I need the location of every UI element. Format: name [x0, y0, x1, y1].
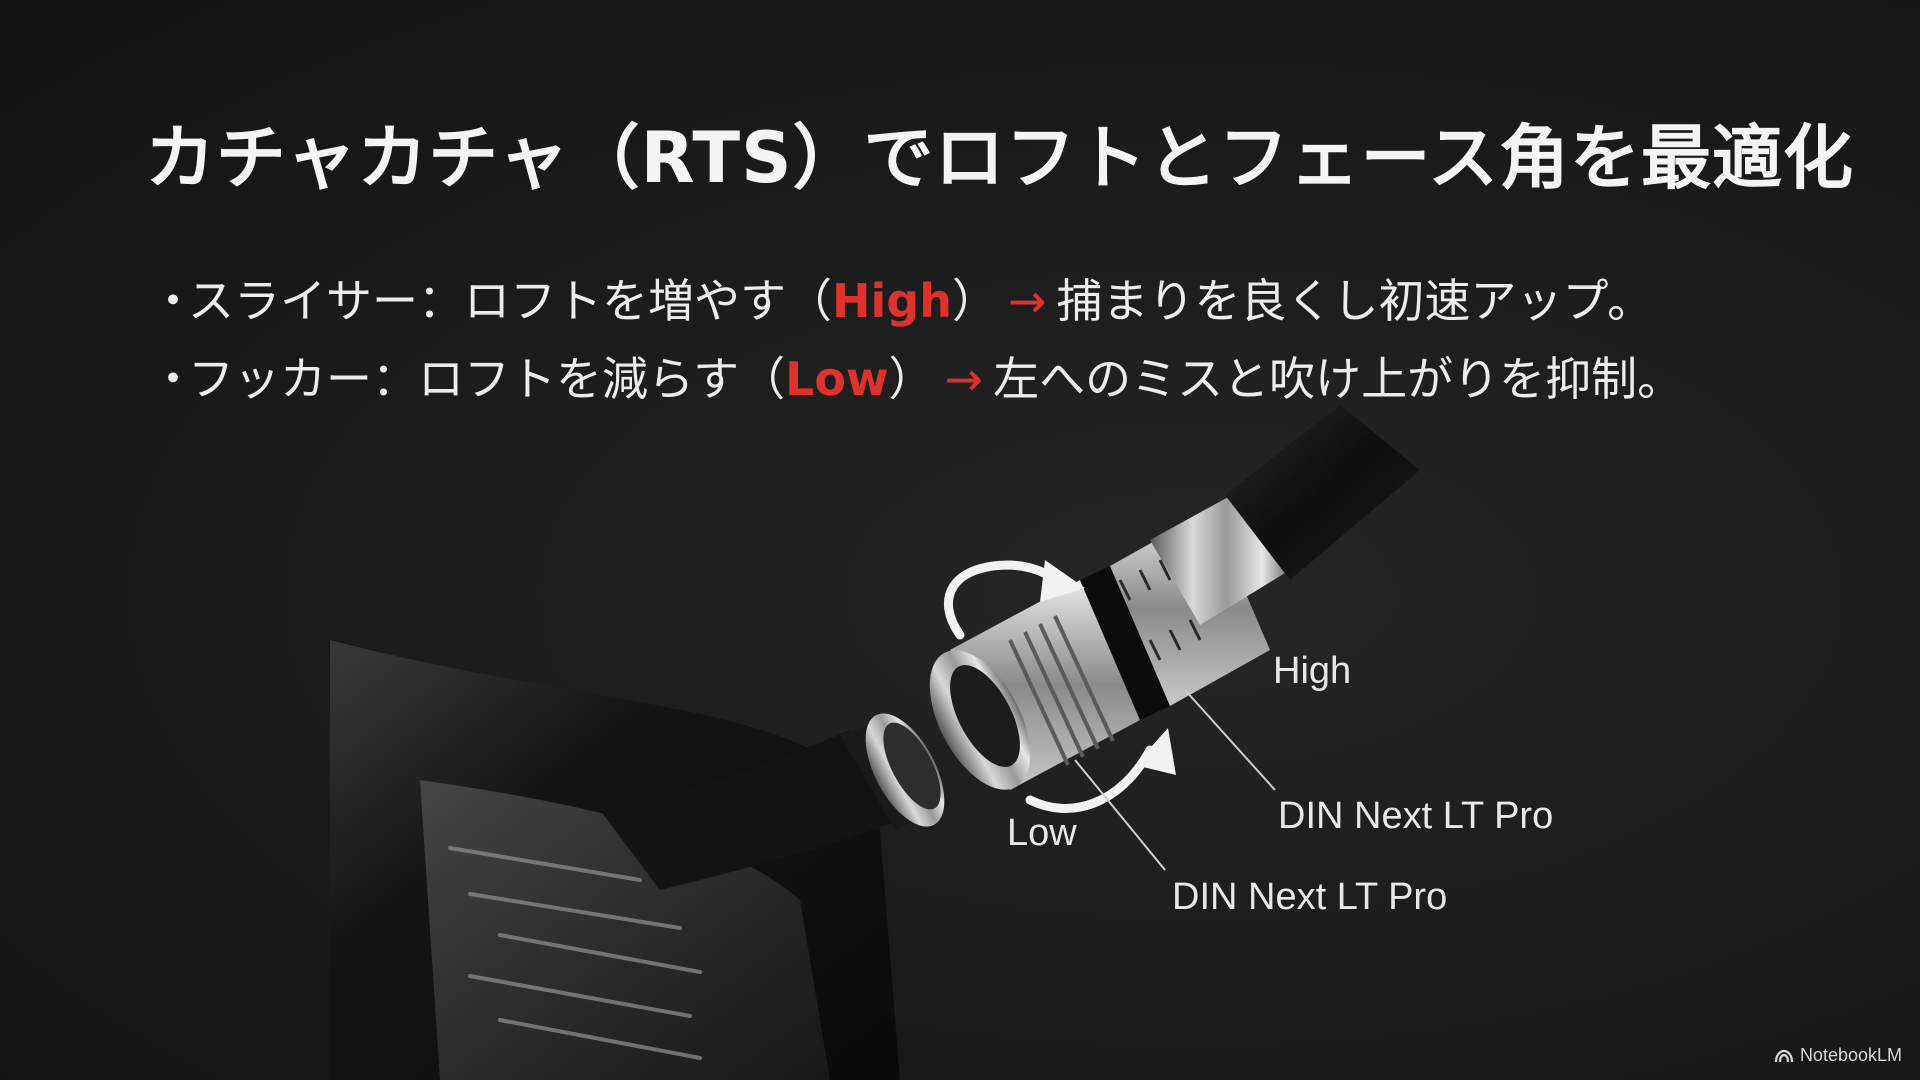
leader-lines	[1074, 689, 1276, 871]
notebooklm-logo-icon	[1774, 1049, 1794, 1062]
bullet-prefix: フッカー：ロフトを減らす（	[188, 352, 786, 406]
rts-sleeve-adapter	[929, 485, 1290, 790]
driver-head	[330, 640, 900, 1080]
bullet-result: 左へのミスと吹け上がりを抑制。	[993, 352, 1684, 406]
bullet-suffix: ）	[888, 352, 935, 406]
rotate-arrow-icon	[944, 560, 1155, 813]
watermark: NotebookLM	[1774, 1045, 1902, 1066]
bullet-highlight-low: Low	[785, 352, 889, 406]
watermark-text: NotebookLM	[1799, 1045, 1902, 1065]
label-font-name-upper: DIN Next LT Pro	[1278, 795, 1554, 837]
arrow-head-icon	[1135, 728, 1176, 775]
label-font-name-lower: DIN Next LT Pro	[1172, 876, 1448, 918]
bullet-result: 捕まりを良くし初速アップ。	[1056, 274, 1654, 328]
hosel	[600, 713, 950, 890]
bullet-prefix: スライサー：ロフトを増やす（	[188, 274, 832, 328]
arrow-head-icon	[1040, 560, 1085, 602]
shaft	[1225, 405, 1420, 580]
bullet-hooker: ・ フッカー：ロフトを減らす（ Low ） → 左へのミスと吹け上がりを抑制。	[150, 340, 1800, 418]
arrow-right-icon: →	[1007, 274, 1047, 328]
bullet-list: ・ スライサー：ロフトを増やす（ High ） → 捕まりを良くし初速アップ。 …	[150, 262, 1800, 418]
label-low: Low	[1007, 812, 1077, 854]
bullet-slicer: ・ スライサー：ロフトを増やす（ High ） → 捕まりを良くし初速アップ。	[150, 262, 1800, 340]
arrow-right-icon: →	[944, 352, 984, 406]
bullet-highlight-high: High	[832, 274, 952, 328]
slide-title: カチャカチャ（RTS）でロフトとフェース角を最適化	[145, 117, 1855, 199]
label-high: High	[1273, 650, 1352, 692]
bullet-suffix: ）	[951, 274, 998, 328]
